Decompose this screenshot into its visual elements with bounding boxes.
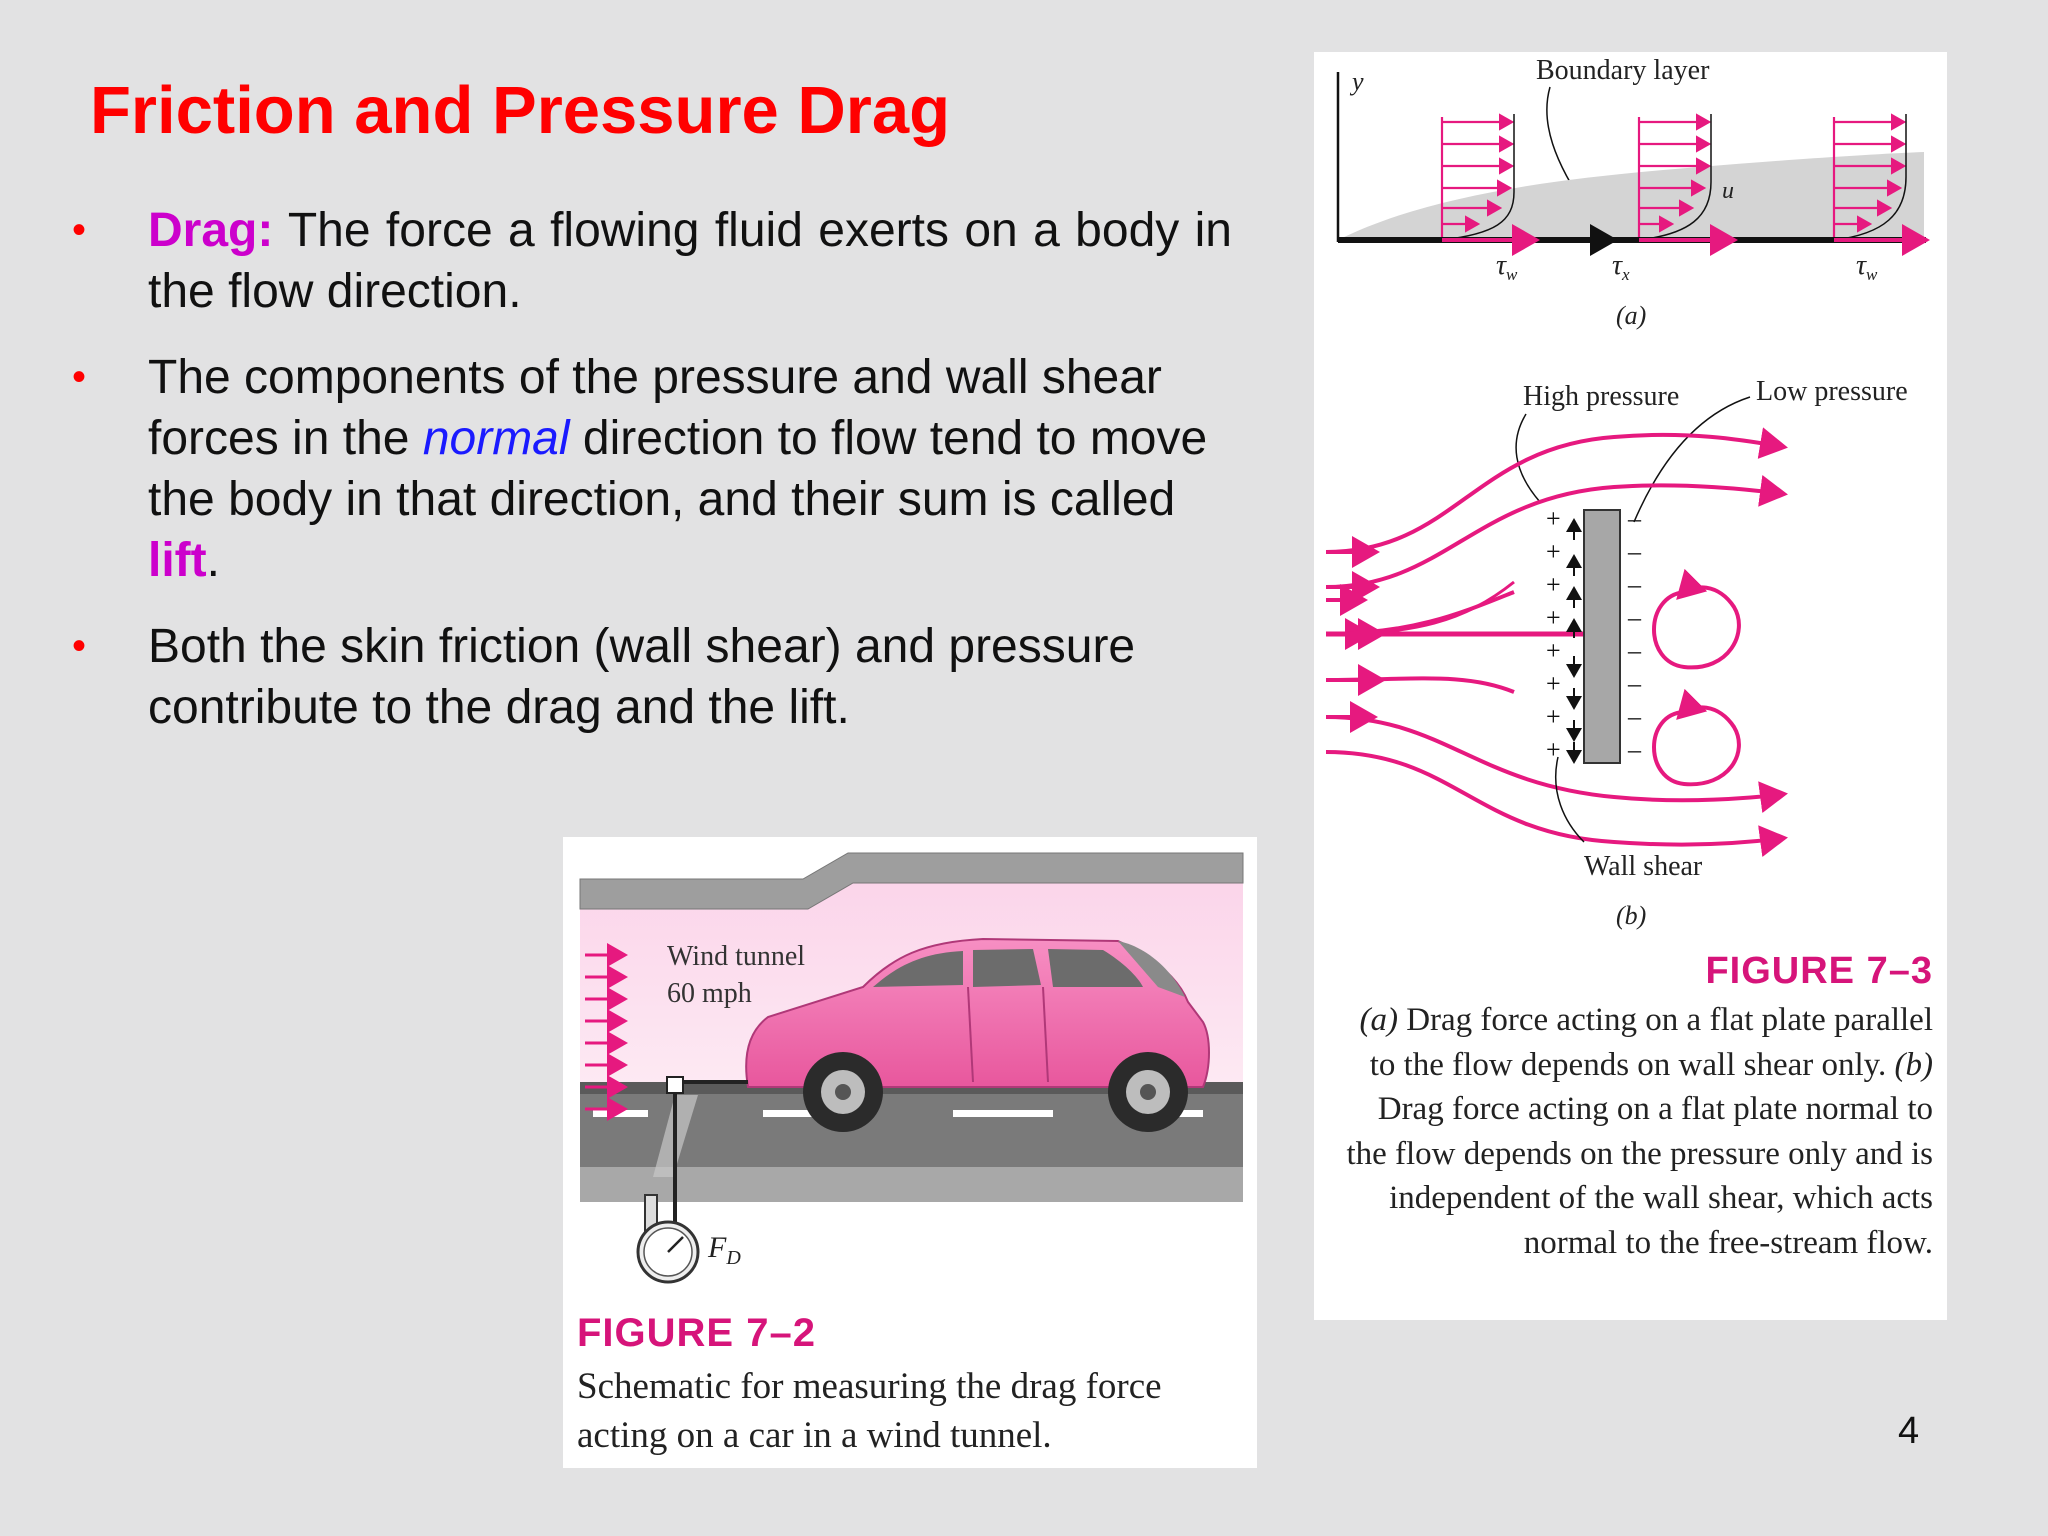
wind-tunnel-label: Wind tunnel <box>667 941 805 972</box>
figure-7-3-title: FIGURE 7–3 <box>1705 950 1933 992</box>
tunnel-ceiling <box>579 852 1244 910</box>
svg-text:τw: τw <box>1496 250 1518 284</box>
svg-text:–: – <box>1627 669 1642 698</box>
wake-vortices <box>1652 568 1741 787</box>
bullet-lift: • The components of the pressure and wal… <box>72 347 1232 591</box>
svg-text:τx: τx <box>1612 250 1630 284</box>
figure-7-2: Wind tunnel 60 mph <box>563 837 1257 1468</box>
high-pressure-label: High pressure <box>1523 381 1679 412</box>
bullet-drag: • Drag: The force a flowing fluid exerts… <box>72 200 1232 322</box>
figure-7-3-caption: (a) Drag force acting on a flat plate pa… <box>1333 998 1933 1265</box>
friction-pressure-text: Both the skin friction (wall shear) and … <box>148 620 1136 734</box>
figure-7-3: y Boundary layer <box>1314 52 1947 1320</box>
svg-text:y: y <box>1349 67 1364 96</box>
slide-title: Friction and Pressure Drag <box>90 73 951 148</box>
lower-streamlines <box>1325 664 1788 858</box>
svg-text:u: u <box>1722 178 1734 204</box>
lift-text-mid: direction to flow tend to move the body … <box>148 412 1208 526</box>
flow-arrows <box>585 943 628 1121</box>
caption-b-text: Drag force acting on a flat plate normal… <box>1346 1091 1933 1261</box>
drag-force-label: FD <box>707 1231 741 1269</box>
boundary-layer-label: Boundary layer <box>1536 55 1710 86</box>
wall-shear-label: Wall shear <box>1584 851 1703 882</box>
page-number: 4 <box>1898 1410 1920 1452</box>
svg-text:+: + <box>1546 603 1561 632</box>
normal-emphasis: normal <box>422 412 570 465</box>
caption-a-marker: (a) <box>1359 1002 1398 1038</box>
speed-label: 60 mph <box>667 978 752 1009</box>
drag-definition: The force a flowing fluid exerts on a bo… <box>148 204 1232 318</box>
minus-signs: – – – – – – – – <box>1627 504 1642 764</box>
car <box>745 937 1210 1132</box>
svg-text:–: – <box>1627 537 1642 566</box>
flat-plate <box>1583 509 1621 764</box>
low-pressure-label: Low pressure <box>1756 376 1908 407</box>
flat-plate-diagrams: y Boundary layer <box>1325 55 1930 930</box>
figure-7-2-caption: Schematic for measuring the drag force a… <box>577 1366 1162 1456</box>
drag-term: Drag: <box>148 204 274 257</box>
boundary-layer-region <box>1338 152 1924 240</box>
svg-text:+: + <box>1546 669 1561 698</box>
svg-text:–: – <box>1627 702 1642 731</box>
svg-text:+: + <box>1546 735 1561 764</box>
bullet-list: • Drag: The force a flowing fluid exerts… <box>72 200 1232 763</box>
label-b: (b) <box>1616 901 1646 930</box>
bullet-dot-icon: • <box>72 624 87 668</box>
svg-text:–: – <box>1627 570 1642 599</box>
svg-text:+: + <box>1546 636 1561 665</box>
bullet-dot-icon: • <box>72 208 87 252</box>
svg-text:–: – <box>1627 735 1642 764</box>
lift-text-post: . <box>206 534 220 587</box>
svg-text:+: + <box>1546 537 1561 566</box>
force-balance <box>636 1076 748 1284</box>
svg-text:+: + <box>1546 570 1561 599</box>
caption-a-text: Drag force acting on a flat plate parall… <box>1369 1002 1933 1083</box>
lift-text-pre: The components of the pressure and wall … <box>148 351 1162 465</box>
caption-b-marker: (b) <box>1894 1046 1933 1083</box>
svg-text:τw: τw <box>1856 250 1878 284</box>
svg-text:–: – <box>1627 636 1642 665</box>
label-a: (a) <box>1616 301 1646 330</box>
svg-text:–: – <box>1627 504 1642 533</box>
bullet-dot-icon: • <box>72 355 87 399</box>
diagram-a: y Boundary layer <box>1336 55 1930 330</box>
lift-term: lift <box>148 534 207 587</box>
diagram-b: High pressure Low pressure <box>1325 376 1908 930</box>
svg-text:+: + <box>1546 702 1561 731</box>
plus-signs: + + + + + + + + <box>1546 504 1561 764</box>
figure-7-2-title: FIGURE 7–2 <box>577 1311 816 1355</box>
svg-text:–: – <box>1627 603 1642 632</box>
bullet-friction-pressure: • Both the skin friction (wall shear) an… <box>72 616 1232 738</box>
streamlines <box>1325 427 1788 650</box>
svg-text:+: + <box>1546 504 1561 533</box>
wind-tunnel-diagram: Wind tunnel 60 mph <box>579 852 1244 1284</box>
